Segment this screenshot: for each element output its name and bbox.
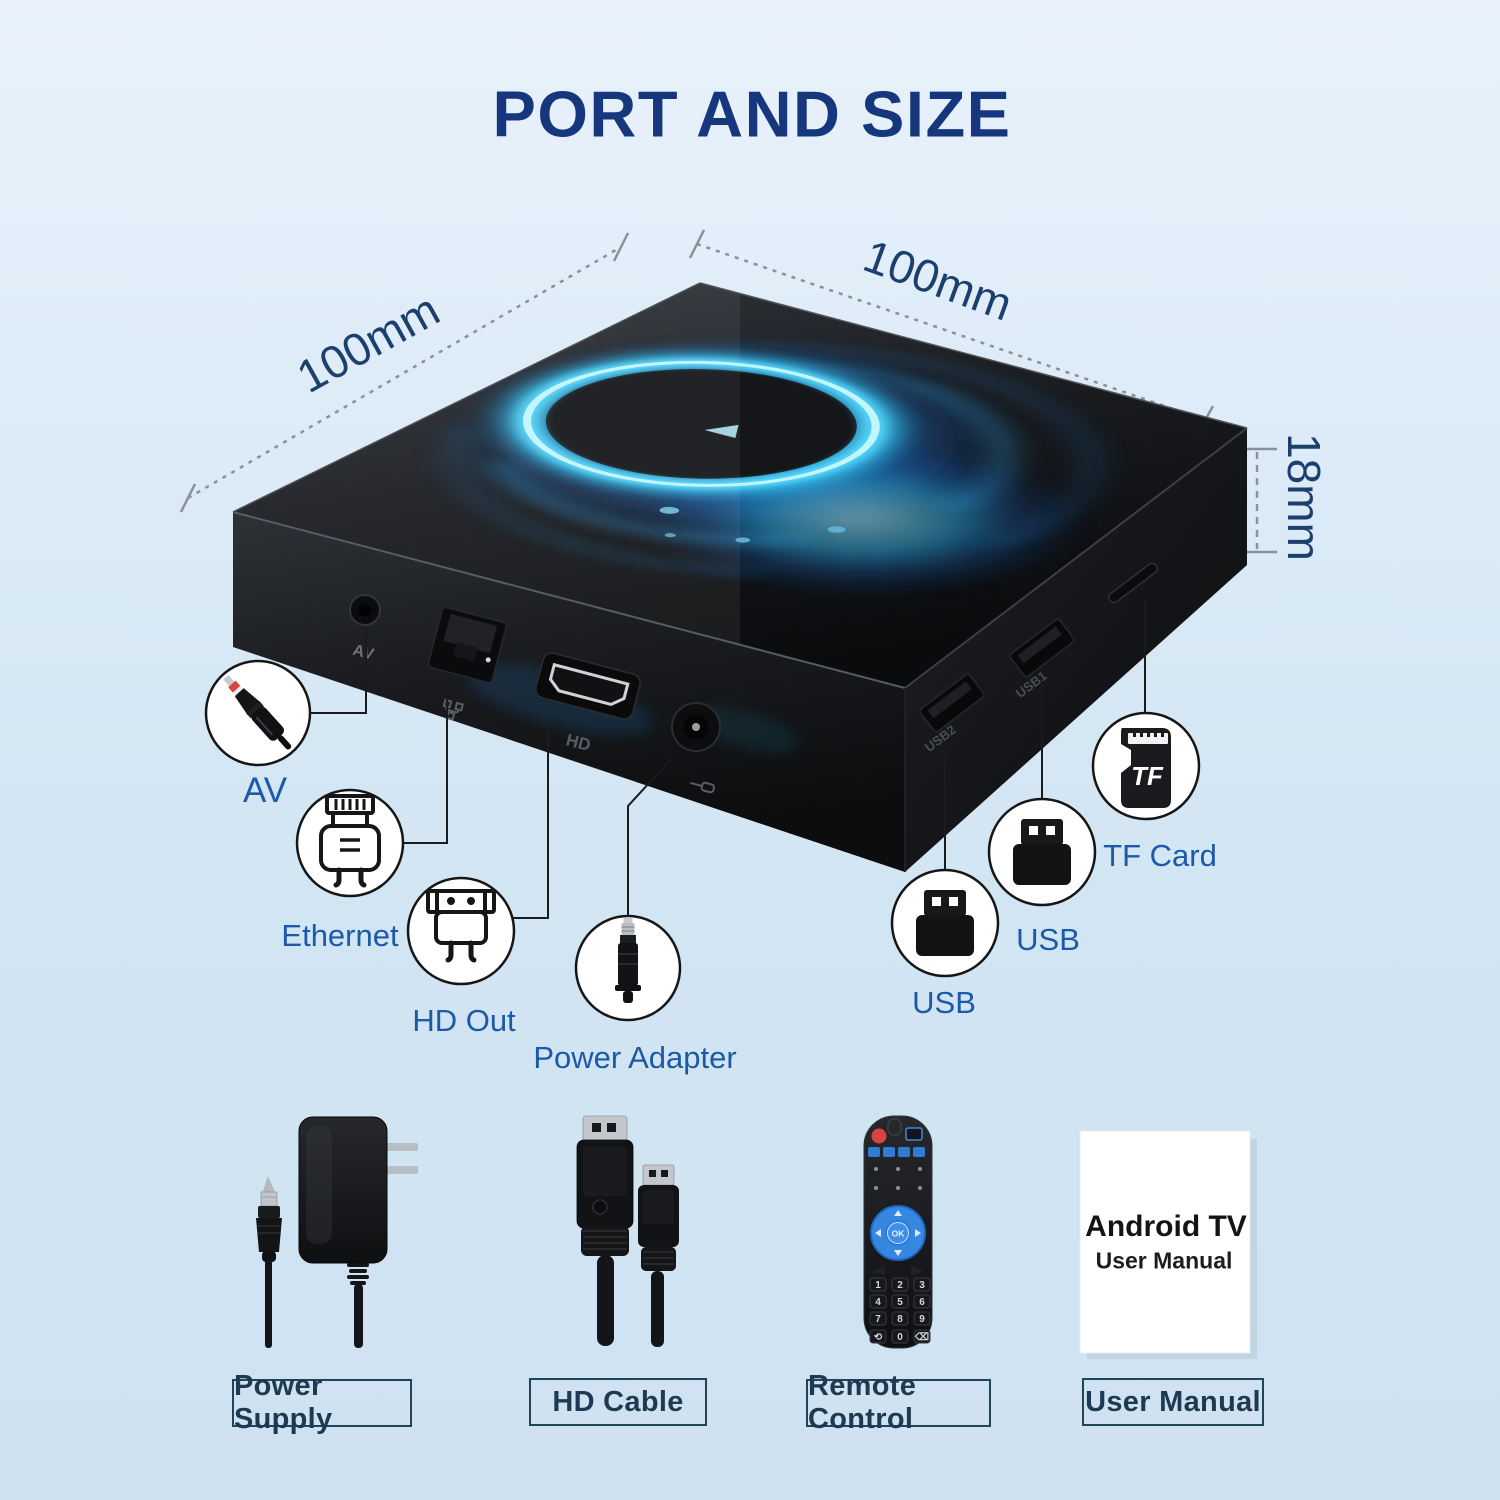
svg-text:⌫: ⌫ (914, 1332, 929, 1343)
manual-cover-subtitle: User Manual (1095, 1247, 1233, 1274)
av-port (349, 594, 381, 626)
callout-line-av (311, 626, 367, 714)
tf-card-label: TF Card (1103, 838, 1217, 873)
remote-keypad: 1 2 3 4 5 6 7 8 9 ⟲ 0 ⌫ (869, 1277, 931, 1344)
svg-text:0: 0 (897, 1332, 903, 1343)
callout-circles: TF (204, 659, 1201, 1022)
usb1-port (1009, 618, 1075, 678)
remote-dpad: OK (870, 1205, 926, 1261)
svg-text:6: 6 (919, 1297, 925, 1308)
hd-cable-label: HD Cable (552, 1385, 684, 1418)
hd-out-label: HD Out (412, 1003, 516, 1038)
remote-mouse-button (887, 1118, 902, 1136)
svg-text:4: 4 (875, 1297, 881, 1308)
tf-card-text: TF (1131, 761, 1164, 791)
remote-control-label-box: Remote Control (806, 1370, 991, 1435)
callout-ethernet (295, 788, 405, 898)
callout-line-power (627, 757, 673, 918)
callout-usb2 (890, 868, 1000, 978)
power-adapter-label: Power Adapter (533, 1040, 737, 1075)
power-supply-image (256, 1116, 418, 1348)
svg-text:7: 7 (875, 1314, 881, 1325)
av-label: AV (242, 771, 288, 810)
power-supply-label-box: Power Supply (232, 1370, 412, 1435)
user-manual-image (1079, 1130, 1257, 1359)
remote-control-label: Remote Control (808, 1370, 917, 1435)
av-port-engraving: AV (351, 642, 376, 664)
remote-media-row (868, 1147, 925, 1157)
usb-plug-icon (1013, 819, 1071, 885)
user-manual-label-box: User Manual (1082, 1378, 1264, 1426)
dc-port-engraving (690, 781, 715, 794)
dimension-label-height: 18mm (1278, 433, 1330, 561)
av-plug-icon (223, 674, 292, 750)
usb1-label: USB (1016, 922, 1080, 957)
callout-line-ethernet (402, 692, 448, 844)
dc-port (671, 702, 721, 752)
tf-card-slot (1108, 562, 1158, 604)
usb2-label: USB (912, 985, 976, 1020)
hd-cable-image (576, 1115, 679, 1347)
svg-text:5: 5 (897, 1297, 903, 1308)
play-triangle-icon (704, 424, 739, 439)
hdmi-port (535, 652, 641, 720)
power-supply-label: Power Supply (234, 1370, 333, 1435)
callout-lines (311, 600, 1146, 919)
dc-plug-icon (615, 918, 641, 1003)
callout-tf: TF (1091, 711, 1201, 821)
tf-card-icon: TF (1121, 728, 1171, 808)
remote-power-button (871, 1128, 887, 1144)
svg-text:⟲: ⟲ (874, 1332, 883, 1343)
callout-line-hd (512, 722, 549, 919)
svg-text:9: 9 (919, 1314, 925, 1325)
right-face (905, 428, 1247, 872)
hd-plug-icon (426, 889, 496, 963)
svg-text:8: 8 (897, 1314, 903, 1325)
ethernet-label: Ethernet (281, 918, 399, 953)
usb-plug-icon (916, 890, 974, 956)
manual-cover-title: Android TV (1085, 1210, 1247, 1243)
callout-hd-out (406, 876, 516, 986)
usb2-port (919, 673, 985, 733)
page-title: PORT AND SIZE (492, 77, 1012, 151)
dimension-line-left (179, 232, 630, 513)
ethernet-plug-icon (319, 794, 381, 888)
hd-cable-label-box: HD Cable (529, 1378, 707, 1426)
remote-control-image: OK 1 2 3 4 5 6 7 8 9 ⟲ 0 ⌫ (863, 1115, 933, 1349)
ethernet-port (427, 606, 507, 684)
remote-ok-label: OK (892, 1229, 906, 1239)
user-manual-label: User Manual (1085, 1385, 1261, 1418)
svg-text:2: 2 (897, 1280, 903, 1291)
svg-text:1: 1 (875, 1280, 881, 1291)
callout-usb1 (987, 797, 1097, 907)
callout-power (574, 914, 682, 1022)
callout-av (204, 659, 312, 767)
svg-text:3: 3 (919, 1280, 925, 1291)
remote-settings-button (905, 1127, 923, 1141)
